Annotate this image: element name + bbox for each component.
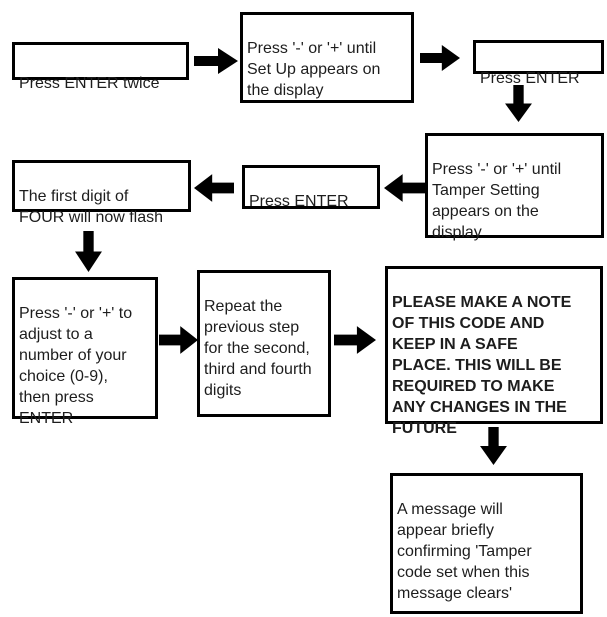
step-first-digit-flash: The first digit of FOUR will now flash [12,160,191,226]
arrow-down-icon [74,231,103,272]
arrow-down-icon [504,85,533,122]
step-text: PLEASE MAKE A NOTE OF THIS CODE AND KEEP… [392,294,572,437]
step-text: Press '-' or '+' to adjust to a number o… [19,305,133,427]
step-press-enter-twice: Press ENTER twice [12,42,189,92]
step-press-enter-1: Press ENTER [473,40,604,87]
step-text: Press ENTER twice [19,75,160,92]
step-text: The first digit of FOUR will now flash [19,188,164,226]
step-text: Press ENTER [249,193,349,210]
arrow-right-icon [159,325,198,355]
step-text: Repeat the previous step for the second,… [204,298,312,399]
step-text: Press ENTER [480,70,580,87]
step-select-tamper-setting: Press '-' or '+' until Tamper Setting ap… [425,133,604,241]
step-press-enter-2: Press ENTER [242,165,380,210]
note-keep-code-safe: PLEASE MAKE A NOTE OF THIS CODE AND KEEP… [385,266,603,437]
arrow-left-icon [194,173,234,203]
step-repeat-digits: Repeat the previous step for the second,… [197,270,331,417]
arrow-right-icon [194,47,238,75]
step-text: Press '-' or '+' until Set Up appears on… [247,40,381,99]
arrow-right-icon [334,325,376,355]
step-text: A message will appear briefly confirming… [397,501,532,602]
arrow-down-icon [479,427,508,465]
step-adjust-digit: Press '-' or '+' to adjust to a number o… [12,277,158,427]
step-select-setup: Press '-' or '+' until Set Up appears on… [240,12,414,103]
arrow-right-icon [420,44,460,72]
arrow-left-icon [384,173,425,203]
step-confirmation-message: A message will appear briefly confirming… [390,473,583,614]
step-text: Press '-' or '+' until Tamper Setting ap… [432,161,562,241]
